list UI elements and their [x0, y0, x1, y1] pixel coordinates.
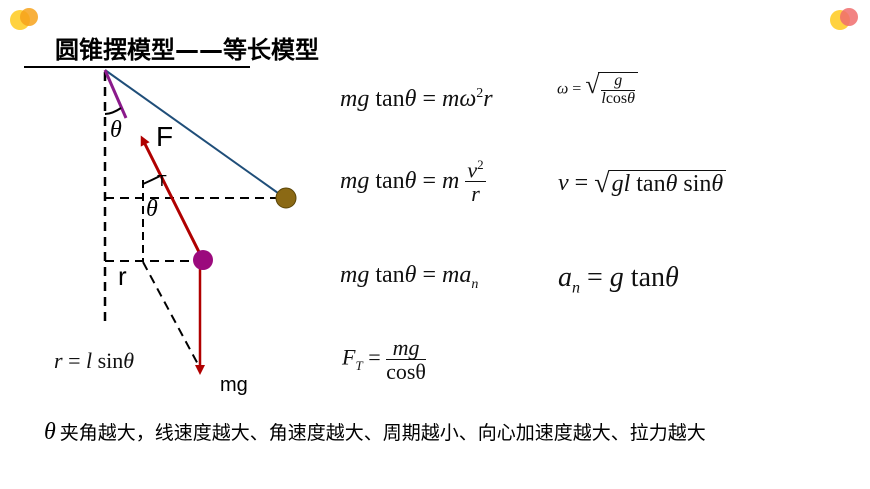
formula-tension: FT = mg cosθ [342, 335, 426, 385]
tension-label: T [157, 173, 167, 190]
tension-arrow [140, 135, 204, 259]
formula-omega: ω = √ g lcosθ [557, 72, 639, 108]
angle-arc-lower [142, 175, 161, 185]
formula-row3-lhs: mg tanθ = man [340, 262, 479, 292]
radius-label: r [118, 261, 127, 291]
decoration-dots-right [830, 8, 860, 32]
formula-acceleration: an = g tanθ [558, 262, 679, 297]
resultant-dashed [142, 261, 201, 369]
ball-long-string [275, 187, 297, 209]
force-label: F [156, 121, 173, 152]
page-title: 圆锥摆模型——等长模型 [55, 36, 319, 64]
formula-radius: r = l sinθ [54, 348, 135, 373]
decoration-dots-left [10, 8, 40, 32]
formula-row1-lhs: mg tanθ = mω2r [340, 86, 493, 112]
angle-arc-upper [104, 107, 122, 115]
theta-upper-label: θ [110, 117, 122, 143]
weight-label: mg [220, 374, 248, 396]
string-short-top [103, 69, 128, 119]
conclusion-theta: θ [44, 419, 56, 445]
conclusion-sentence: 夹角越大，线速度越大、角速度越大、周期越小、向心加速度越大、拉力越大 [59, 422, 706, 444]
theta-lower-label: θ [146, 196, 158, 222]
ball-short-string [193, 250, 213, 270]
formula-row2-lhs: mg tanθ = m v2 r [340, 157, 486, 207]
string-long [104, 69, 286, 199]
title-underline [24, 66, 250, 68]
